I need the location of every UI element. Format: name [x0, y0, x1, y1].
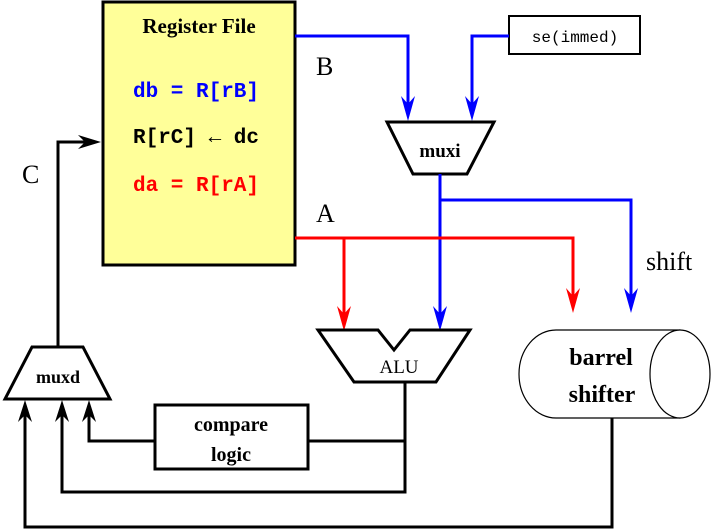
- barrel-shifter-label-1: barrel: [569, 345, 633, 371]
- alu-b-arrow-icon: [433, 306, 447, 331]
- compare-logic-label-2: logic: [211, 444, 251, 466]
- alu-label: ALU: [379, 357, 418, 378]
- muxi-block: muxi: [384, 120, 497, 176]
- register-read-a: da = R[rA]: [133, 175, 259, 198]
- barrel-shifter-end: [649, 329, 711, 419]
- shift-label: shift: [646, 247, 693, 276]
- muxd-input-3-arrow-icon: [82, 400, 96, 422]
- compare-logic-block: compare logic: [153, 403, 310, 471]
- barrel-a-arrow-icon: [566, 288, 580, 313]
- bus-c-label: C: [22, 160, 39, 189]
- compare-logic-label-1: compare: [194, 414, 268, 436]
- barrel-shifter-block: barrel shifter: [518, 329, 711, 419]
- bus-a-wire: [295, 236, 575, 300]
- bus-b-wire: [295, 34, 410, 108]
- bus-c-wire: [56, 140, 90, 347]
- bus-c-arrow-icon: [78, 135, 101, 149]
- alu-a-arrow-icon: [337, 306, 351, 331]
- compare-to-muxd-wire: [87, 412, 155, 443]
- shift-arrow-icon: [624, 288, 638, 313]
- register-write-c: R[rC] ← dc: [133, 127, 259, 150]
- register-read-b: db = R[rB]: [133, 81, 259, 104]
- bus-b-arrow-icon: [401, 96, 415, 121]
- immediate-arrow-icon: [465, 96, 479, 121]
- shifter-result-wire: [23, 412, 614, 529]
- muxd-label: muxd: [36, 367, 80, 387]
- shift-amount-wire: [440, 198, 633, 300]
- muxd-block: muxd: [2, 345, 113, 401]
- muxd-input-1-arrow-icon: [18, 400, 32, 422]
- register-file-box: [101, 0, 297, 267]
- muxd-shape: [2, 345, 113, 401]
- alu-shape: [315, 328, 473, 384]
- bus-a-label: A: [316, 199, 335, 228]
- immediate-label: se(immed): [532, 29, 618, 47]
- muxd-input-2-arrow-icon: [55, 400, 69, 422]
- alu-result-wire: [60, 382, 407, 494]
- immediate-wire: [470, 34, 509, 108]
- immediate-block: se(immed): [508, 15, 641, 55]
- immediate-box: [508, 15, 641, 55]
- barrel-shifter-label-2: shifter: [569, 382, 636, 408]
- compare-logic-box: [153, 403, 310, 471]
- alu-block: ALU: [315, 328, 473, 384]
- muxi-label: muxi: [419, 141, 460, 162]
- register-file: Register File db = R[rB] R[rC] ← dc da =…: [101, 0, 297, 267]
- muxi-shape: [384, 120, 497, 176]
- register-file-title: Register File: [142, 14, 255, 38]
- bus-b-label: B: [316, 52, 333, 81]
